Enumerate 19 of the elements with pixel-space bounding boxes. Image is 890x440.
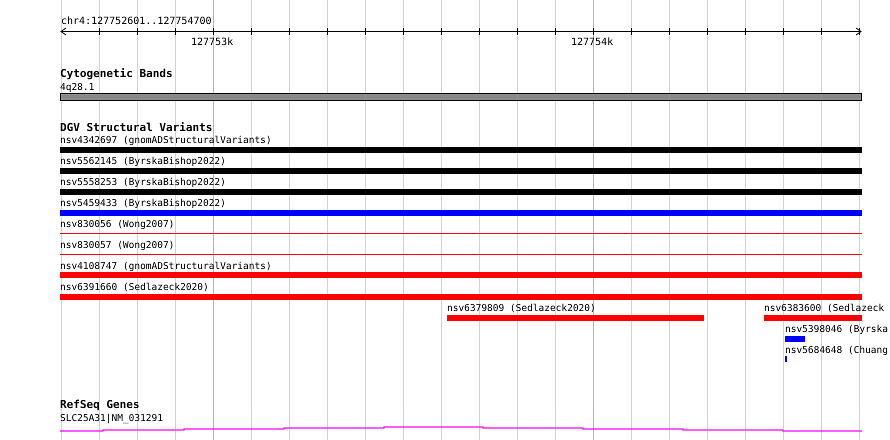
variant-label: nsv830056 (Wong2007) bbox=[60, 219, 174, 230]
variant-label: nsv6391660 (Sedlazeck2020) bbox=[60, 282, 209, 293]
band-label: 4q28.1 bbox=[60, 82, 94, 93]
variant-label: nsv830057 (Wong2007) bbox=[60, 240, 174, 251]
variant-label: nsv4342697 (gnomADStructuralVariants) bbox=[60, 135, 272, 146]
variant-label: nsv4108747 (gnomADStructuralVariants) bbox=[60, 261, 272, 272]
variant-label: nsv5459433 (ByrskaBishop2022) bbox=[60, 198, 226, 209]
track-title: Cytogenetic Bands bbox=[60, 68, 173, 79]
variant-label: nsv5562145 (ByrskaBishop2022) bbox=[60, 156, 226, 167]
gene-label: SLC25A31|NM_031291 bbox=[60, 413, 163, 424]
variant-label: nsv5558253 (ByrskaBishop2022) bbox=[60, 177, 226, 188]
tick-label: 127754k bbox=[571, 37, 614, 48]
track-title: DGV Structural Variants bbox=[60, 122, 212, 133]
range-label: chr4:127752601..127754700 bbox=[61, 16, 212, 27]
variant-label: nsv5398046 (Byrska bbox=[785, 324, 888, 335]
variant-label: nsv5684648 (Chuang bbox=[785, 345, 888, 356]
tick-label: 127753k bbox=[191, 37, 234, 48]
variant-label: nsv6383600 (Sedlazeck bbox=[764, 303, 884, 314]
variant-label: nsv6379809 (Sedlazeck2020) bbox=[447, 303, 596, 314]
